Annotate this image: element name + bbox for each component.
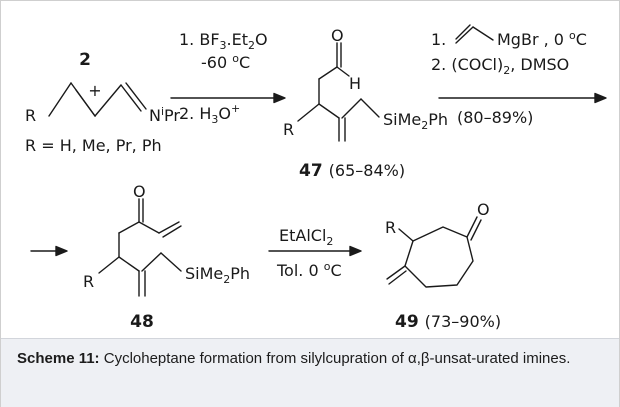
compound-48-number: 48	[130, 312, 154, 332]
step2-prefix: 1.	[431, 30, 446, 49]
step2-reagent-1: MgBr , 0 oC	[497, 29, 587, 49]
p48-r-group: R	[83, 272, 94, 291]
step1-reagent-1: 1. BF3.Et2O	[179, 30, 268, 52]
step1-temperature: -60 oC	[201, 52, 250, 72]
p48-silyl: SiMe2Ph	[185, 264, 250, 286]
compound-2-number: 2	[79, 50, 91, 70]
p47-silyl: SiMe2Ph	[383, 110, 448, 132]
reaction-arrow-3	[30, 245, 68, 257]
iminium-nitrogen: NiPr	[149, 105, 180, 125]
p47-hydrogen: H	[349, 74, 361, 93]
product-49-structure	[386, 216, 482, 288]
reactant-r-group: R	[25, 106, 36, 125]
compound-47-label: 47(65–84%)	[299, 161, 405, 181]
step2-yield: (80–89%)	[457, 108, 533, 127]
reaction-arrow-2	[438, 24, 607, 104]
scheme-caption: Scheme 11: Cycloheptane formation from s…	[1, 338, 619, 407]
product-48-structure	[98, 198, 182, 297]
p49-oxygen: O	[477, 200, 490, 219]
step3-reagent: EtAlCl2	[279, 226, 333, 248]
p48-oxygen: O	[133, 182, 146, 201]
reaction-scheme: 2 + R NiPr R = H, Me, Pr, Ph 1. BF3.Et2O…	[25, 24, 607, 332]
step1-reagent-2: 2. H3O+	[179, 102, 240, 126]
p49-r-group: R	[385, 218, 396, 237]
product-47-structure	[297, 42, 380, 142]
caption-body: Cycloheptane formation from silylcuprati…	[99, 350, 571, 367]
step3-conditions: Tol. 0 oC	[276, 260, 342, 280]
caption-label: Scheme 11:	[17, 350, 100, 367]
reactant-substituents: R = H, Me, Pr, Ph	[25, 136, 162, 155]
cation-charge: +	[88, 81, 101, 100]
p47-oxygen: O	[331, 26, 344, 45]
step2-reagent-2: 2. (COCl)2, DMSO	[431, 55, 569, 77]
reaction-arrow-1	[170, 92, 286, 104]
caption-text: Scheme 11: Cycloheptane formation from s…	[1, 339, 619, 369]
compound-49-label: 49(73–90%)	[395, 312, 501, 332]
p47-r-group: R	[283, 120, 294, 139]
reactant-2-structure	[48, 82, 147, 117]
reaction-arrow-4	[268, 245, 362, 257]
